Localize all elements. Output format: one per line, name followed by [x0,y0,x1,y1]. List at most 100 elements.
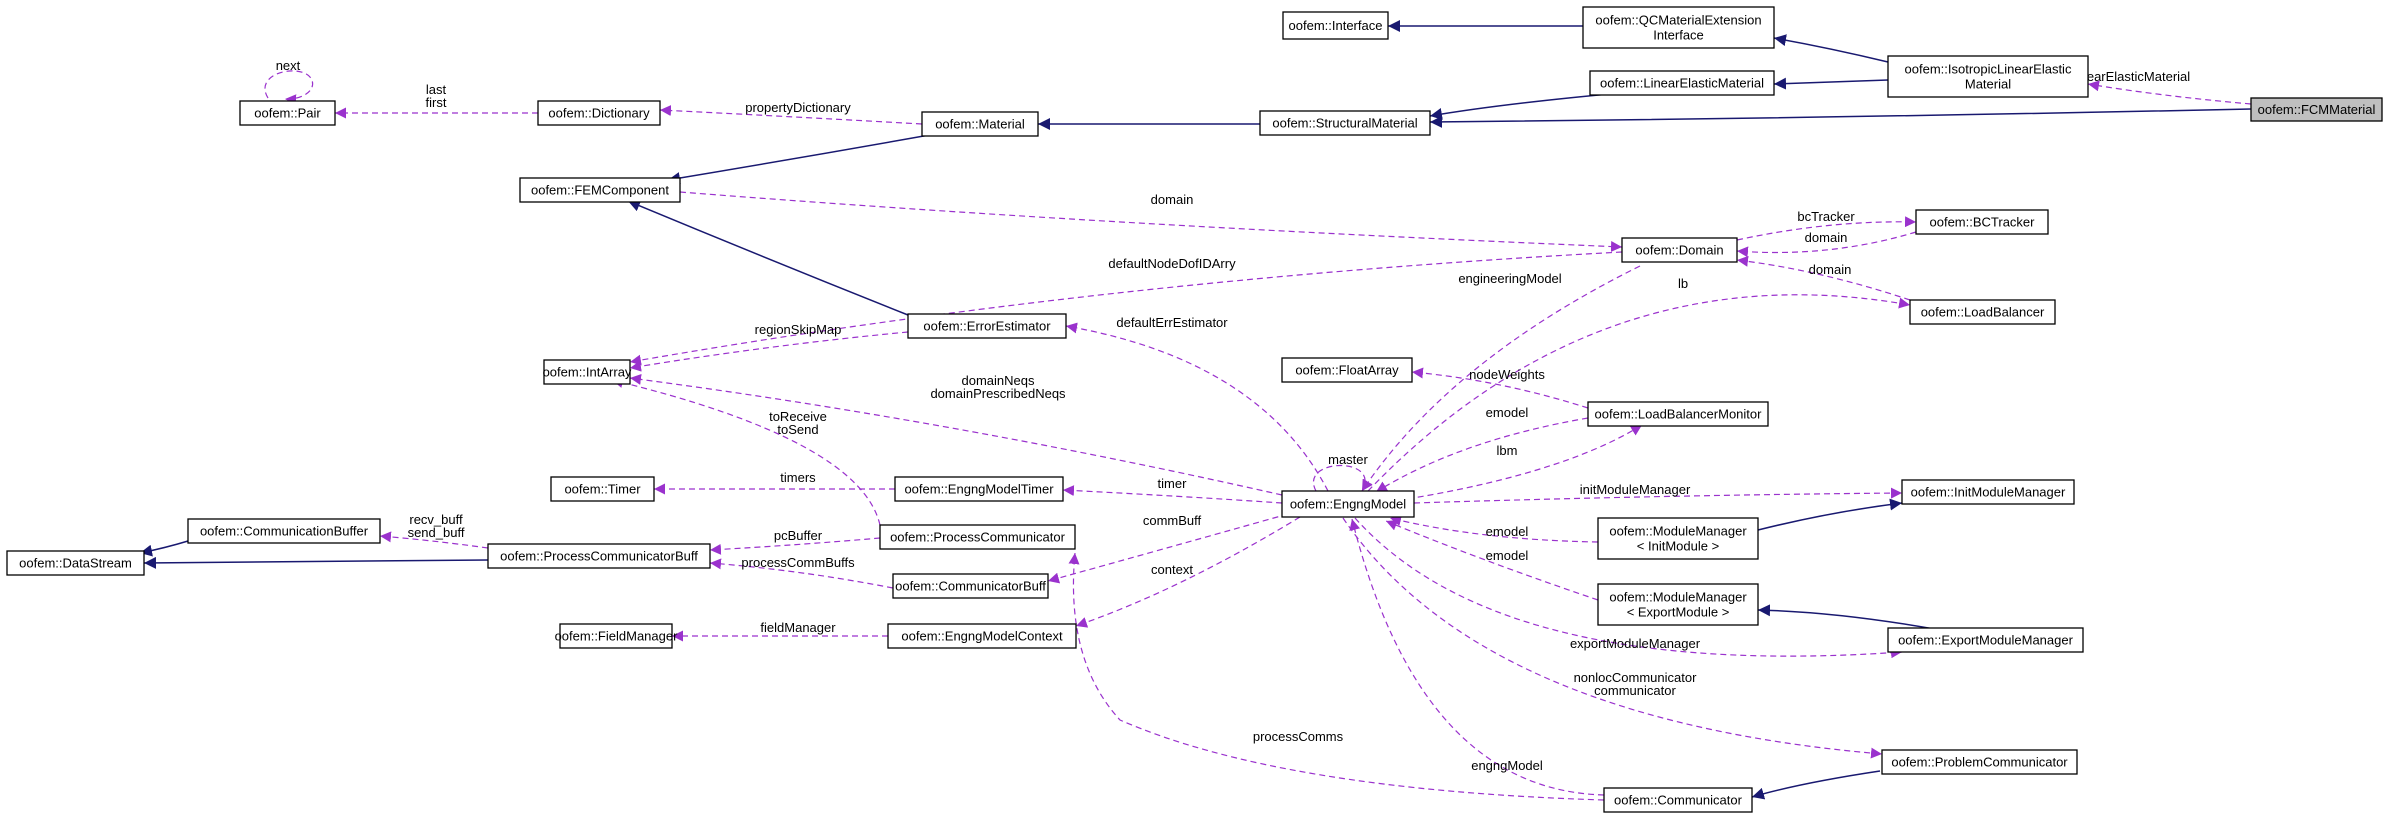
node-label: oofem::EngngModelContext [901,628,1063,643]
lbl-recv-send-buff: recv_buff [409,512,463,527]
node-box [1887,627,2084,653]
node-fieldmgr[interactable]: oofem::FieldManager [555,623,679,649]
edge-mminit-to-initmm [1757,498,1903,531]
node-floatarray[interactable]: oofem::FloatArray [1281,357,1413,383]
node-label: oofem::FloatArray [1295,362,1399,377]
edge-isolin-to-qcext [1773,34,1889,63]
node-box [1582,6,1775,49]
edge-bctracker-to-domain [1736,231,1917,258]
node-label: oofem::Pair [254,105,321,120]
node-domain[interactable]: oofem::Domain [1621,237,1738,263]
node-label: oofem::FCMMaterial [2258,102,2376,117]
node-label: oofem::ProcessCommunicator [890,529,1066,544]
node-label: oofem::Domain [1635,242,1723,257]
node-structmat[interactable]: oofem::StructuralMaterial [1259,110,1431,136]
edge-loadbal-to-domain [1736,255,1911,301]
edge-engng-to-probcomm [1342,517,1883,759]
node-label: oofem::QCMaterialExtension [1595,12,1761,27]
edge-lbmonitor-to-floatarray [1411,367,1589,409]
lbl-last-first: first [426,95,447,110]
node-initmm[interactable]: oofem::InitModuleManager [1901,479,2075,505]
node-label: oofem::BCTracker [1930,214,2036,229]
node-label: oofem::ModuleManager [1609,523,1747,538]
node-loadbal[interactable]: oofem::LoadBalancer [1909,299,2056,325]
node-communicator[interactable]: oofem::Communicator [1603,787,1753,813]
edge-engng-to-errest [1065,322,1329,492]
lbl-emodel-lbmonitor: emodel [1486,405,1529,420]
node-label: oofem::CommunicationBuffer [200,523,369,538]
node-label: < ExportModule > [1627,604,1730,619]
node-emtimer[interactable]: oofem::EngngModelTimer [894,476,1064,502]
node-commbuff[interactable]: oofem::CommunicatorBuff [892,573,1049,599]
edge-material-to-dictionary [659,105,923,125]
node-box [1281,490,1415,518]
node-bctracker[interactable]: oofem::BCTracker [1915,209,2049,235]
edge-commbuff-to-pcbuff [709,558,894,589]
lbl-region-skip-map: regionSkipMap [755,322,842,337]
node-fcm[interactable]: oofem::FCMMaterial [2250,97,2383,122]
lbl-domain-femcomp: domain [1151,192,1194,207]
lbl-default-node-dof-id-arry: defaultNodeDofIDArry [1108,256,1236,271]
node-label: oofem::ProcessCommunicatorBuff [500,548,698,563]
node-box [879,524,1076,550]
lbl-linear-elastic-material: linearElasticMaterial [2074,69,2190,84]
node-intarray[interactable]: oofem::IntArray [543,359,632,385]
edge-fcm-to-structmat [1429,108,2252,128]
lbl-last-first: last [426,82,447,97]
node-box [187,518,381,544]
node-label: oofem::EngngModelTimer [904,481,1054,496]
node-label: oofem::LoadBalancerMonitor [1595,406,1763,421]
edge-proccomm-to-pcbuff [709,537,881,555]
edge-engng-to-emcontext [1075,516,1301,628]
node-pcbuff[interactable]: oofem::ProcessCommunicatorBuff [487,543,711,569]
edge-domain-to-intarray [629,251,1623,366]
node-dictionary[interactable]: oofem::Dictionary [537,100,661,126]
edge-communicator-to-proccomm [1068,552,1605,801]
edge-engng-to-exportmm [1354,517,1903,659]
node-lbmonitor[interactable]: oofem::LoadBalancerMonitor [1587,401,1769,427]
node-datastream[interactable]: oofem::DataStream [6,550,145,576]
node-label: oofem::Interface [1289,18,1383,33]
node-mmexport[interactable]: oofem::ModuleManager< ExportModule > [1597,583,1759,626]
node-material[interactable]: oofem::Material [921,111,1039,137]
edge-fcm-to-isolin [2087,80,2252,105]
edge-linelastic-to-structmat [1429,92,1621,120]
node-exportmm[interactable]: oofem::ExportModuleManager [1887,627,2084,653]
inheritance-edges [139,20,2252,800]
node-label: < InitModule > [1637,538,1719,553]
node-interface[interactable]: oofem::Interface [1282,11,1389,40]
lbl-domain-neqs: domainNeqs [962,373,1035,388]
class-nodes: oofem::Interface oofem::QCMaterialExtensi… [6,6,2383,813]
node-emcontext[interactable]: oofem::EngngModelContext [887,623,1077,649]
edge-domain-to-engng [1361,265,1641,492]
lbl-emodel-mminit: emodel [1486,524,1529,539]
node-label: Interface [1653,27,1704,42]
lbl-to-receive-send: toReceive [769,409,827,424]
edge-pcbuff-to-commbuffer [379,531,489,549]
node-proccomm[interactable]: oofem::ProcessCommunicator [879,524,1076,550]
node-probcomm[interactable]: oofem::ProblemCommunicator [1881,749,2078,775]
node-pair[interactable]: oofem::Pair [239,100,336,126]
node-box [6,550,145,576]
node-mminit[interactable]: oofem::ModuleManager< InitModule > [1597,517,1759,560]
node-timer[interactable]: oofem::Timer [550,476,655,502]
edge-probcomm-to-communicator [1751,770,1881,800]
node-femcomp[interactable]: oofem::FEMComponent [519,177,681,203]
lbl-domain-loadbalancer: domain [1809,262,1852,277]
node-engng[interactable]: oofem::EngngModel [1281,490,1415,518]
lbl-nonloc-communicator: communicator [1594,683,1676,698]
edge-communicator-to-engng [1349,518,1605,796]
edge-femcomp-to-domain [679,191,1623,253]
node-linelastic[interactable]: oofem::LinearElasticMaterial [1589,70,1775,96]
edge-engng-to-lbmonitor [1387,424,1643,503]
edge-proccomm-to-intarray [611,377,881,526]
node-commbuffer[interactable]: oofem::CommunicationBuffer [187,518,381,544]
node-errest[interactable]: oofem::ErrorEstimator [907,313,1067,339]
lbl-export-module-manager: exportModuleManager [1570,636,1701,651]
node-box [907,313,1067,339]
lbl-engng-model: engngModel [1471,758,1543,773]
node-box [1587,401,1769,427]
lbl-domain-bctracker: domain [1805,230,1848,245]
